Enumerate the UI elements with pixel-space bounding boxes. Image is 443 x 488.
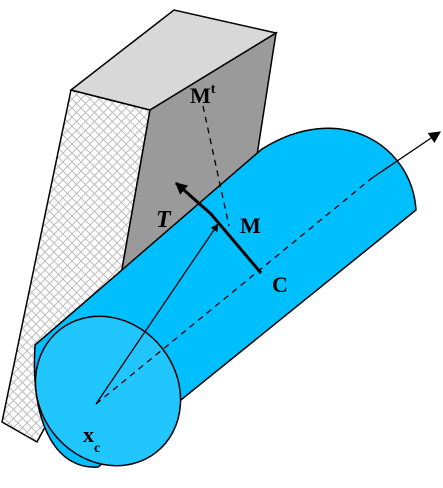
- label-xc: xc: [83, 422, 100, 456]
- tangent-arrow-T: [175, 181, 212, 216]
- normal-dashed-line: [202, 105, 230, 227]
- contact-segment: [209, 213, 263, 274]
- label-T: T: [156, 207, 172, 233]
- label-Mt: Mt: [190, 82, 216, 108]
- label-M: M: [240, 213, 261, 238]
- cylinder-end-face: [34, 315, 182, 467]
- cylinder-axis-dashed: [95, 177, 373, 405]
- position-vector: [95, 223, 219, 405]
- cylinder-axis-arrow: [371, 131, 441, 179]
- label-C: C: [272, 272, 288, 297]
